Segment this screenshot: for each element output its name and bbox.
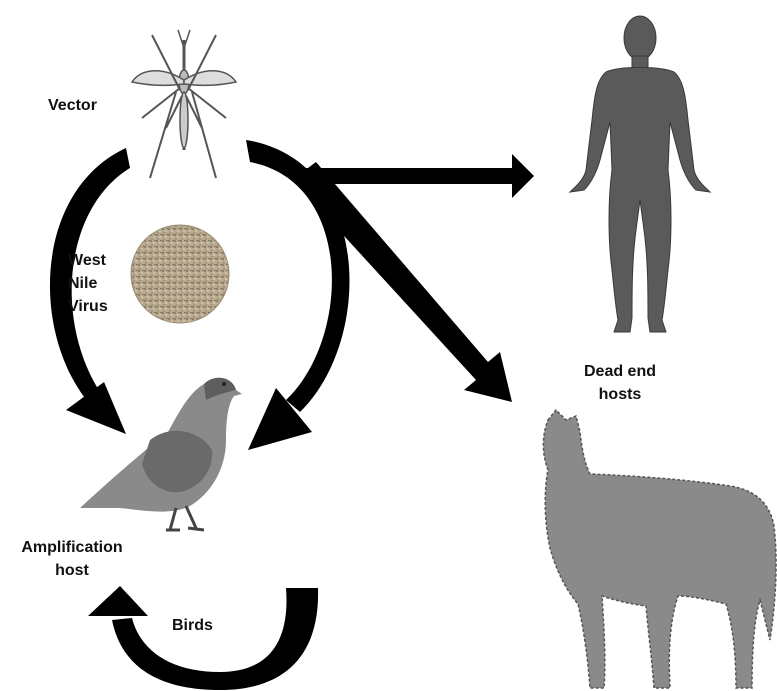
- label-virus-line-2: Nile: [68, 272, 108, 295]
- label-west-nile-virus: West Nile Virus: [68, 249, 108, 318]
- human-icon: [570, 16, 710, 332]
- arrow-to-wolf: [300, 162, 512, 402]
- virus-particle-icon: [131, 225, 229, 323]
- label-virus-line-1: West: [68, 249, 108, 272]
- label-dead-end-hosts: Dead end hosts: [580, 360, 660, 406]
- wolf-icon: [543, 410, 776, 688]
- mosquito-icon: [132, 30, 236, 178]
- label-vector: Vector: [48, 94, 97, 117]
- label-amp-line-2: host: [12, 559, 132, 582]
- label-dead-line-1: Dead end: [580, 360, 660, 383]
- label-virus-line-3: Virus: [68, 295, 108, 318]
- label-amp-line-1: Amplification: [12, 536, 132, 559]
- arrow-birds-cycle: [88, 586, 318, 690]
- label-birds: Birds: [172, 614, 213, 637]
- label-amplification-host: Amplification host: [12, 536, 132, 582]
- label-dead-line-2: hosts: [580, 383, 660, 406]
